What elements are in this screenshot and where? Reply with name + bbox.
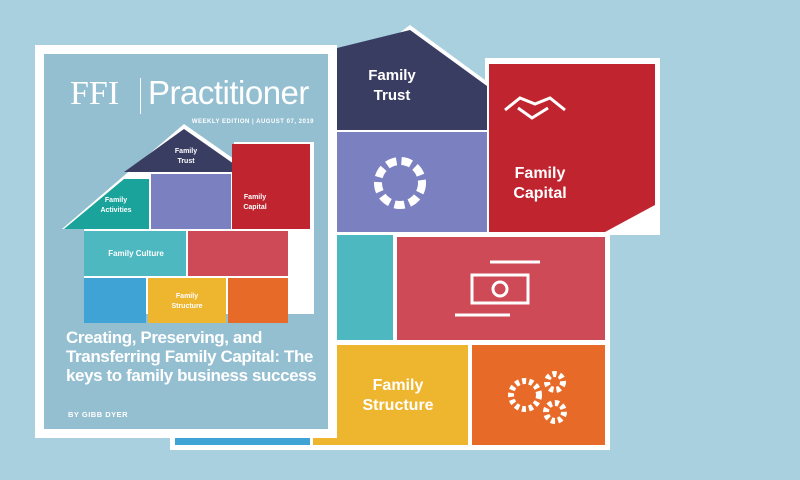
- cover-trust-line2: Trust: [177, 158, 195, 165]
- byline: BY GIBB DYER: [68, 410, 129, 419]
- piece-family-trust: [337, 30, 487, 130]
- magazine-cover: FFI Practitioner WEEKLY EDITION | AUGUST…: [35, 45, 337, 438]
- structure-label-line1: Family: [373, 377, 424, 394]
- cover-piece-family: [84, 278, 146, 323]
- piece-money: [397, 237, 605, 340]
- money-transfer-icon: [455, 260, 540, 317]
- gears-icon: [508, 371, 567, 424]
- capital-label-line2: Capital: [513, 185, 566, 202]
- piece-family-capital: [489, 64, 655, 232]
- edition-date: WEEKLY EDITION | AUGUST 07, 2019: [191, 119, 314, 125]
- trust-label-line1: Family: [368, 67, 416, 84]
- cover-activities-line1: Family: [105, 197, 127, 204]
- cover-house-illustration: Family Trust Family Capital Family Activ…: [62, 124, 314, 323]
- capital-label-line1: Family: [515, 165, 566, 182]
- handshake-icon: [504, 96, 566, 120]
- cover-trust-line1: Family: [175, 148, 197, 155]
- brand-logo: FFI: [70, 75, 120, 112]
- cover-structure-line1: Family: [176, 293, 198, 300]
- cover-piece-trust: [124, 129, 234, 172]
- cover-piece-capital: [232, 144, 310, 229]
- cover-capital-line2: Capital: [243, 204, 266, 211]
- cover-piece-culture: [84, 231, 186, 276]
- piece-family-structure: [313, 345, 468, 445]
- cover-piece-money: [188, 231, 288, 276]
- structure-label-line2: Structure: [362, 397, 433, 414]
- cover-culture-label: Family Culture: [108, 249, 164, 258]
- cover-piece-activities: [64, 179, 149, 229]
- cover-structure-line2: Structure: [171, 303, 202, 310]
- people-circle-icon: [374, 157, 426, 209]
- cover-capital-line1: Family: [244, 194, 266, 201]
- magazine-title: Practitioner: [148, 74, 309, 111]
- piece-purple: [337, 132, 487, 232]
- headline: Creating, Preserving, and Transferring F…: [66, 328, 317, 385]
- cover-piece-structure: [148, 278, 226, 323]
- cover-piece-gears: [228, 278, 288, 323]
- cover-activities-line2: Activities: [100, 207, 131, 214]
- title-divider: [140, 78, 141, 114]
- piece-blue: [175, 435, 310, 445]
- cover-piece-purple: [151, 174, 231, 229]
- trust-label-line2: Trust: [374, 87, 411, 104]
